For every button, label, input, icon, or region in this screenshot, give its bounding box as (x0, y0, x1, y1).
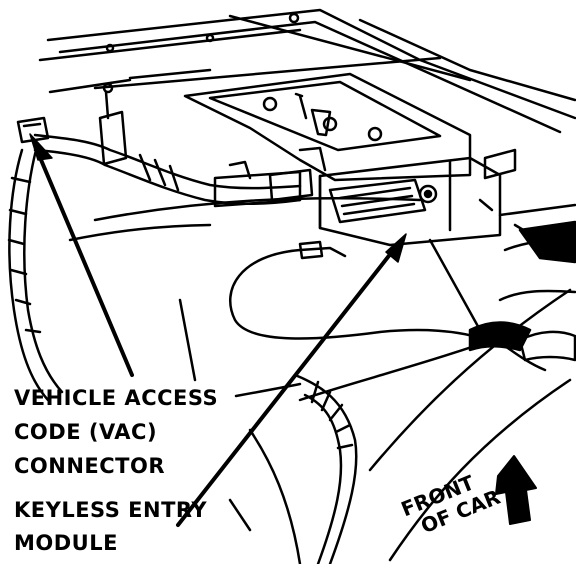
vac-label-line-2: CODE (VAC) (14, 420, 158, 444)
vac-connector (16, 116, 50, 144)
keyless-entry-module (298, 108, 517, 247)
body-panel-lines (38, 8, 576, 134)
vac-harness (33, 82, 314, 208)
vac-pointer-arrow (29, 133, 134, 377)
module-pigtail (229, 240, 487, 342)
module-pointer-arrow (176, 233, 407, 527)
module-label-line-1: KEYLESS ENTRY (14, 498, 208, 522)
left-harness (7, 148, 64, 402)
mounting-bracket (183, 72, 472, 182)
vac-label-line-1: VEHICLE ACCESS (14, 386, 219, 410)
lower-harness (293, 373, 358, 564)
trim-seal (468, 220, 576, 362)
vac-label-line-3: CONNECTOR (14, 454, 166, 478)
vac-leader-line (234, 382, 302, 398)
front-direction-arrow (495, 455, 537, 525)
module-label-line-2: MODULE (14, 531, 118, 555)
